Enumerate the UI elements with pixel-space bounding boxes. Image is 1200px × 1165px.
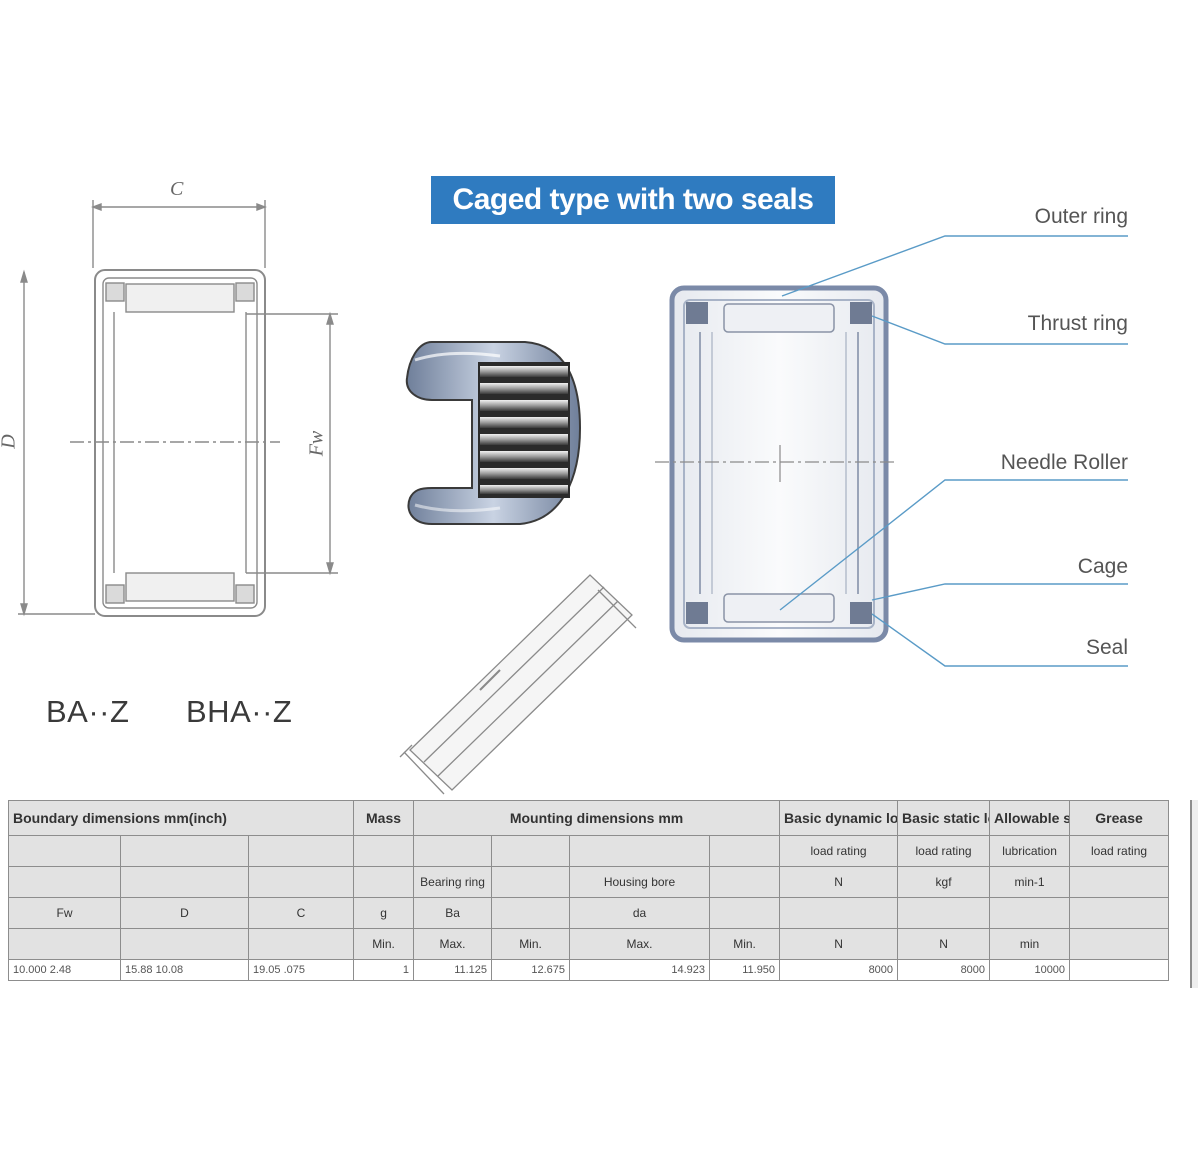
- table-cell: N: [779, 928, 899, 960]
- callout-seal: Seal: [1085, 636, 1128, 659]
- table-cell: Fw: [8, 897, 121, 929]
- table-cell: Ba: [413, 897, 493, 929]
- table-cell: 8000: [779, 959, 899, 981]
- table-cell: N: [897, 928, 991, 960]
- table-cell: 15.88 10.08: [120, 959, 249, 981]
- table-header-grease: Grease: [1069, 800, 1170, 836]
- table-cell: kgf: [897, 866, 991, 898]
- table-cell: Max.: [569, 928, 711, 960]
- needle-roller-bearing-icon: [405, 341, 582, 525]
- table-cell: 11.950: [709, 959, 781, 981]
- table-cell: min-1: [989, 866, 1071, 898]
- table-symbols-row: Fw D C g Ba da: [8, 897, 1170, 929]
- table-cell: N: [779, 866, 899, 898]
- bearing-detail-section: [655, 285, 895, 643]
- dimension-d-label: D: [0, 434, 21, 448]
- table-cell: Bearing ring: [413, 866, 493, 898]
- seal-section-drawing: [399, 574, 637, 795]
- table-continuation-edge: [1190, 800, 1198, 988]
- table-cell: C: [247, 897, 355, 929]
- table-limits-row: Min. Max. Min. Max. Min. N N min: [8, 928, 1170, 960]
- table-cell: 14.923: [569, 959, 711, 981]
- table-cell: 10.000 2.48: [8, 959, 121, 981]
- dimension-c-label: C: [170, 178, 184, 200]
- table-cell: load rating: [897, 835, 991, 867]
- table-header-static: Basic static load rating: [897, 800, 991, 836]
- callout-cage: Cage: [1077, 555, 1128, 578]
- table-cell: 8000: [897, 959, 991, 981]
- table-cell: load rating: [779, 835, 899, 867]
- table-cell: Max.: [413, 928, 493, 960]
- table-cell: Min.: [491, 928, 571, 960]
- table-header-mass: Mass: [353, 800, 415, 836]
- table-units-row: Bearing ring Housing bore N kgf min-1: [8, 866, 1170, 898]
- table-cell: 10000: [989, 959, 1071, 981]
- table-cell: 1: [353, 959, 415, 981]
- table-cell: Min.: [353, 928, 415, 960]
- table-header-row: Boundary dimensions mm(inch) Mass Mounti…: [7, 800, 1170, 836]
- table-header-speed: Allowable speed: [989, 800, 1071, 836]
- callout-needle-roller: Needle Roller: [1000, 451, 1128, 474]
- table-subheader-row: load rating load rating lubrication load…: [8, 835, 1170, 867]
- diagram-title-badge: Caged type with two seals: [431, 176, 835, 224]
- table-cell: min: [989, 928, 1071, 960]
- table-header-mounting: Mounting dimensions mm: [413, 800, 781, 836]
- model-label-ba: BA··Z: [46, 694, 130, 729]
- table-header-boundary: Boundary dimensions mm(inch): [7, 800, 355, 836]
- callout-thrust-ring: Thrust ring: [1027, 312, 1128, 335]
- table-cell: da: [569, 897, 711, 929]
- table-row: 10.000 2.48 15.88 10.08 19.05 .075 1 11.…: [8, 959, 1170, 981]
- table-cell: load rating: [1069, 835, 1170, 867]
- callout-outer-ring: Outer ring: [1034, 205, 1128, 228]
- table-cell: 12.675: [491, 959, 571, 981]
- table-cell: lubrication: [989, 835, 1071, 867]
- model-label-bha: BHA··Z: [186, 694, 293, 729]
- table-cell: [1069, 959, 1170, 981]
- table-cell: 19.05 .075: [247, 959, 355, 981]
- bearing-cross-section-icon: [18, 200, 338, 617]
- table-cell: Min.: [709, 928, 781, 960]
- table-header-dynamic: Basic dynamic load rating: [779, 800, 899, 836]
- dimension-fw-label: Fw: [305, 430, 328, 457]
- table-cell: 11.125: [413, 959, 493, 981]
- table-cell: D: [120, 897, 249, 929]
- table-cell: g: [353, 897, 415, 929]
- bearing-spec-table: Boundary dimensions mm(inch) Mass Mounti…: [7, 800, 1170, 981]
- callout-leaders: [779, 235, 1128, 667]
- table-cell: Housing bore: [569, 866, 711, 898]
